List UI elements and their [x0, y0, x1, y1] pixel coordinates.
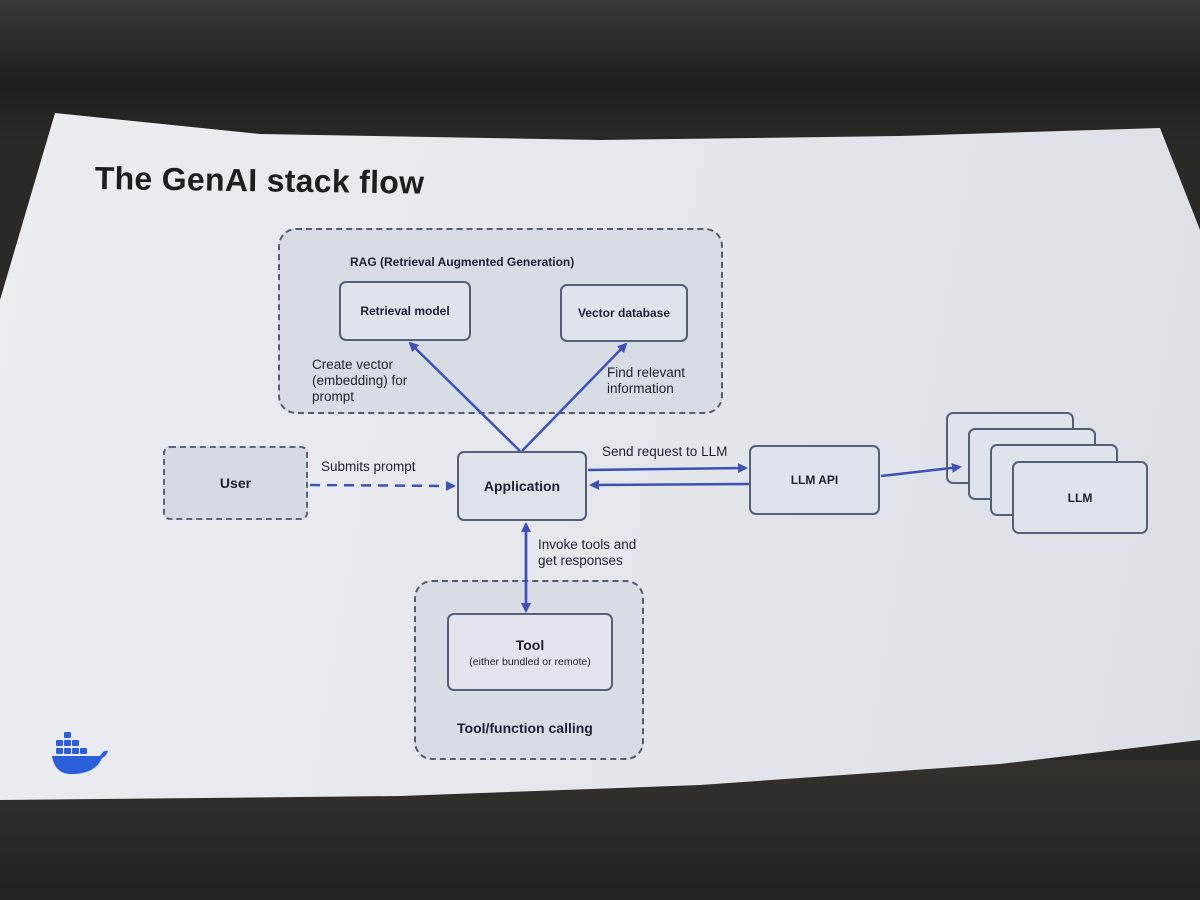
create-vector-line: prompt — [312, 389, 355, 404]
arrow-app-to-retrieval — [408, 341, 521, 452]
invoke-tools-note: Invoke tools and get responses — [538, 537, 636, 569]
llm-api-label: LLM API — [790, 473, 839, 487]
submits-prompt-label: Submits prompt — [321, 459, 416, 474]
arrow-app-to-llm-api — [587, 463, 748, 474]
invoke-tools-line: get responses — [538, 553, 623, 568]
tool-group-label: Tool/function calling — [457, 720, 593, 736]
application-label: Application — [483, 478, 561, 494]
docker-whale-logo-icon — [52, 732, 108, 774]
vector-database-label: Vector database — [577, 306, 671, 320]
user-label: User — [219, 475, 252, 491]
invoke-tools-line: Invoke tools and — [538, 537, 637, 552]
retrieval-model-box: Retrieval model — [339, 281, 471, 341]
room-ceiling — [0, 0, 1200, 140]
user-box: User — [163, 446, 308, 520]
find-relevant-line: Find relevant — [607, 365, 686, 380]
create-vector-note: Create vector (embedding) for prompt — [312, 357, 407, 405]
retrieval-model-label: Retrieval model — [360, 304, 450, 318]
llm-label: LLM — [1067, 490, 1093, 505]
find-relevant-note: Find relevant information — [607, 365, 685, 397]
create-vector-line: Create vector — [312, 357, 394, 372]
vector-database-box: Vector database — [560, 284, 688, 342]
application-box: Application — [457, 451, 587, 521]
llm-api-box: LLM API — [749, 445, 880, 515]
llm-box: LLM — [1012, 461, 1148, 534]
arrow-user-to-app — [309, 480, 456, 491]
tool-sub-label: (either bundled or remote) — [469, 655, 591, 668]
arrow-llm-api-to-llm — [880, 462, 962, 478]
send-request-label: Send request to LLM — [602, 444, 728, 459]
create-vector-line: (embedding) for — [312, 373, 408, 388]
arrow-app-to-vector-db — [521, 342, 628, 452]
find-relevant-line: information — [607, 381, 674, 396]
tool-box: Tool (either bundled or remote) — [447, 613, 613, 691]
tool-label: Tool — [515, 636, 545, 653]
arrow-llm-api-to-app — [589, 479, 750, 490]
rag-group-label: RAG (Retrieval Augmented Generation) — [350, 255, 575, 269]
